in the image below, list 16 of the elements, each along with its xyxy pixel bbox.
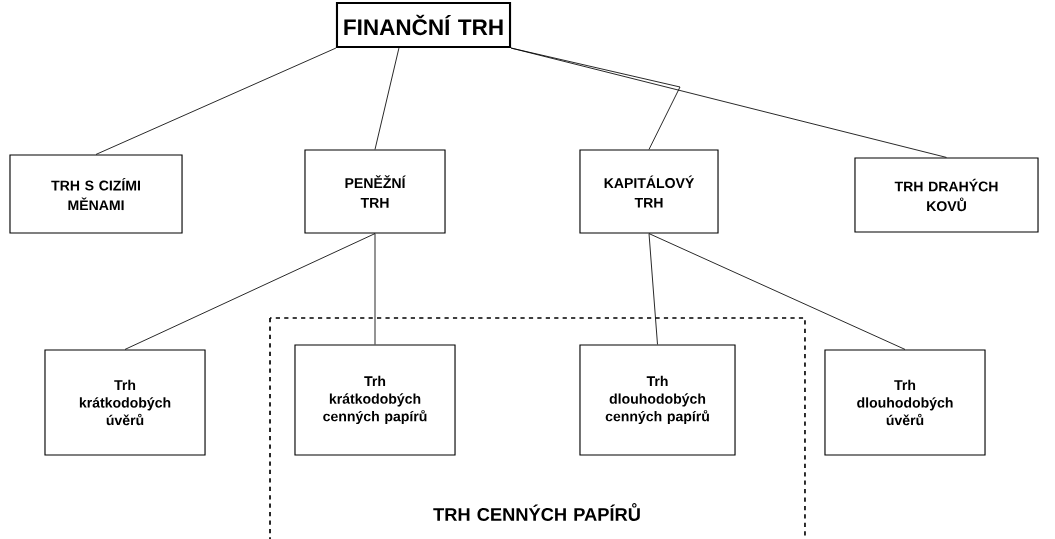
connector-line xyxy=(374,233,376,345)
connector-line xyxy=(124,233,376,350)
category-box: Trh krátkodobých cenných papírů xyxy=(294,344,456,456)
connector-line xyxy=(374,47,400,150)
title-box: FINANČNÍ TRH xyxy=(335,1,512,49)
category-box: Trh dlouhodobých úvěrů xyxy=(824,349,986,456)
connector-line xyxy=(95,47,337,155)
connector-line xyxy=(648,233,658,345)
connector-line xyxy=(648,233,906,350)
connector-line xyxy=(510,47,947,158)
category-box: PENĚŽNÍ TRH xyxy=(304,149,446,234)
category-box: TRH DRAHÝCH KOVŮ xyxy=(854,157,1039,233)
category-box: Trh krátkodobých úvěrů xyxy=(44,349,206,456)
category-box: Trh dlouhodobých cenných papírů xyxy=(579,344,736,456)
category-box: TRH S CIZÍMI MĚNAMI xyxy=(9,154,183,234)
category-box: KAPITÁLOVÝ TRH xyxy=(579,149,719,234)
